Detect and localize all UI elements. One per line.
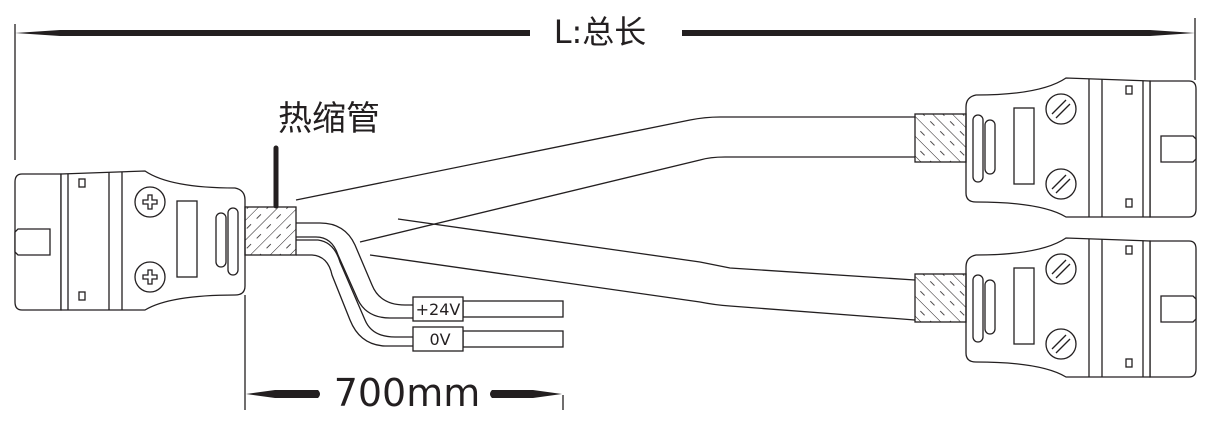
connector-input <box>14 170 297 311</box>
label-window <box>1013 107 1035 185</box>
connector-body <box>965 77 1151 218</box>
dimension-arrow-left <box>15 30 530 36</box>
grip-slot <box>972 114 984 183</box>
screw-icon <box>1045 93 1077 125</box>
label-window <box>1013 267 1035 345</box>
heat-shrink-tube <box>914 113 967 163</box>
connector-output-bottom <box>914 237 1197 378</box>
screw-icon <box>134 186 166 218</box>
grip-slot <box>972 274 984 343</box>
connector-output-top <box>914 77 1197 218</box>
branch-cable-top <box>295 116 915 243</box>
grip-slot <box>984 279 996 335</box>
latch-tab <box>1160 295 1197 323</box>
branch-cable-bottom <box>369 218 916 321</box>
latch-tab <box>14 228 51 256</box>
screw-icon <box>1045 328 1077 360</box>
heat-shrink-tube <box>914 273 967 323</box>
dimension-arrow-right <box>682 30 1195 36</box>
lead-length-dimension: 700mm <box>244 295 564 415</box>
label-positive: +24V <box>412 296 464 322</box>
label-positive-text: +24V <box>416 300 461 319</box>
power-wire-positive <box>296 222 564 319</box>
screw-icon <box>134 261 166 293</box>
total-length-label: L:总长 <box>554 13 647 51</box>
screw-icon <box>1045 253 1077 285</box>
screw-icon <box>1045 168 1077 200</box>
lead-length-label: 700mm <box>334 371 481 415</box>
arrow-left <box>246 390 320 398</box>
total-length-dimension: L:总长 <box>14 13 1196 160</box>
latch-tab <box>1160 135 1197 163</box>
grip-slot <box>227 207 239 276</box>
heat-shrink-label: 热缩管 <box>278 99 380 139</box>
label-ground-text: 0V <box>429 330 450 349</box>
connector-body <box>60 170 246 311</box>
heat-shrink-tube <box>244 206 297 256</box>
connector-body <box>965 237 1151 378</box>
label-window <box>176 200 198 278</box>
label-ground: 0V <box>412 326 464 352</box>
arrow-right <box>490 390 562 398</box>
grip-slot <box>215 212 227 268</box>
grip-slot <box>984 119 996 175</box>
